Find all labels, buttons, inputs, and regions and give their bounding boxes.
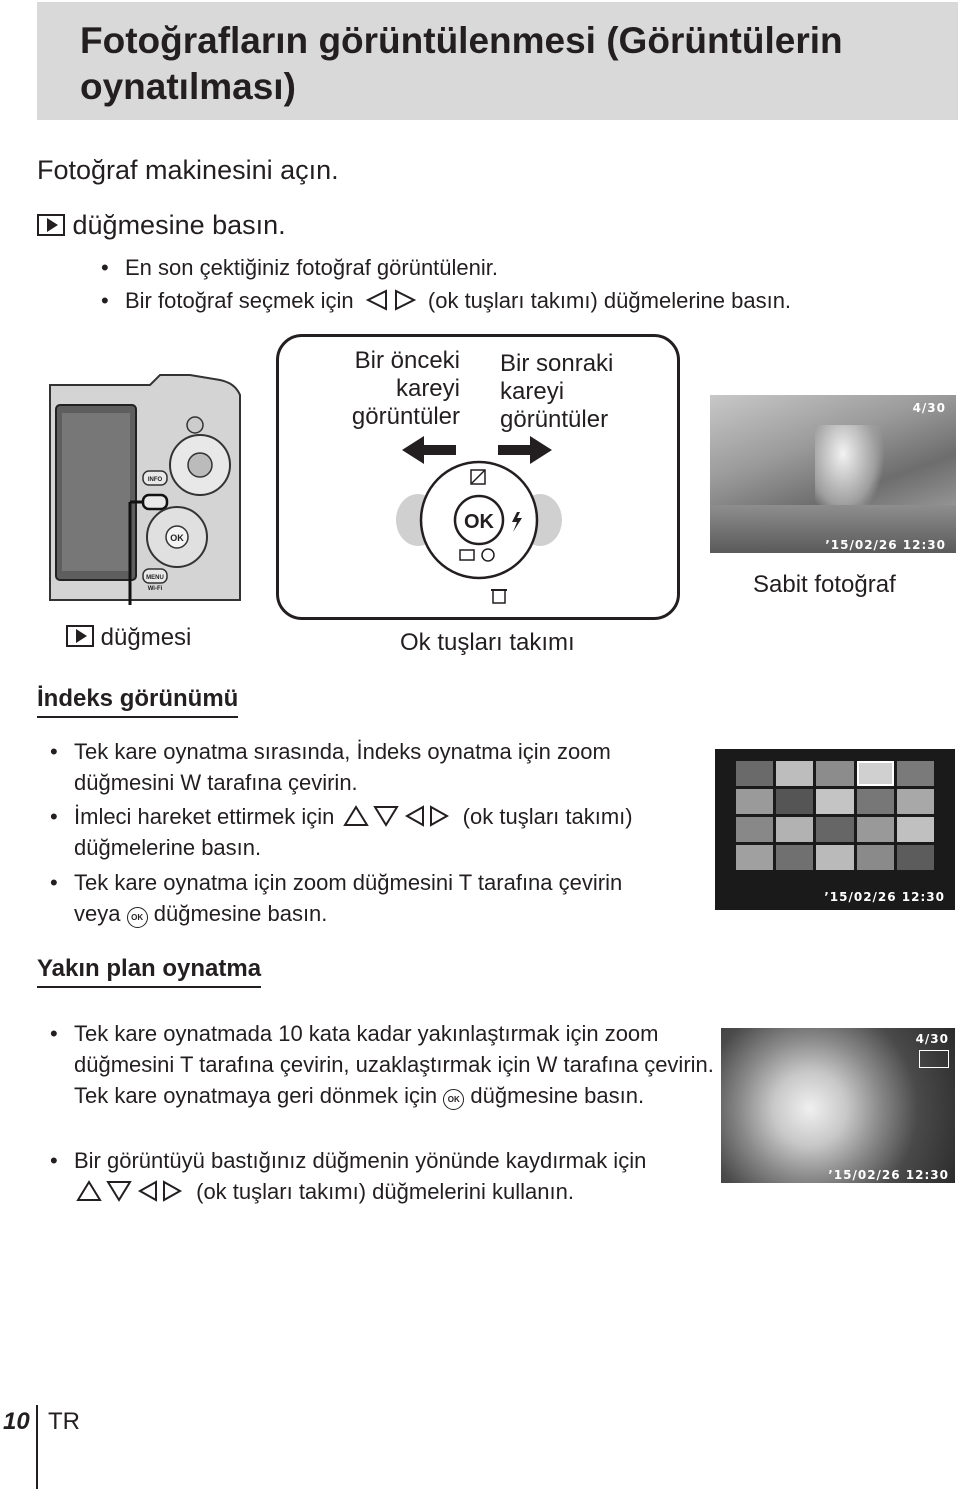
- play-button-label: düğmesi: [66, 624, 191, 652]
- index-bullet-3: •Tek kare oynatma için zoom düğmesini T …: [50, 870, 623, 928]
- trash-icon: [492, 589, 506, 604]
- camera-ok-label: OK: [170, 533, 184, 543]
- ok-button-label: OK: [464, 511, 495, 533]
- zoom-position-indicator: [919, 1050, 949, 1068]
- up-down-left-right-arrows-icon: [342, 805, 449, 827]
- closeup-heading: Yakın plan oynatma: [37, 954, 262, 988]
- play-icon: [37, 214, 65, 236]
- arrow-pad-diagram: OK: [396, 460, 562, 604]
- step-2-bullet-1: •En son çektiğiniz fotoğraf görüntülenir…: [101, 255, 499, 280]
- step-2: düğmesine basın.: [37, 209, 286, 241]
- flash-icon: [512, 512, 522, 532]
- step-2-bullet-2: •Bir fotoğraf seçmek için (ok tuşları ta…: [101, 288, 792, 313]
- left-right-arrows-icon: [365, 289, 417, 311]
- prev-arrow-icon: [402, 436, 456, 464]
- info-button-label: INFO: [148, 477, 163, 483]
- language-code: TR: [48, 1408, 80, 1435]
- ok-circle-icon: OK: [443, 1089, 465, 1110]
- prev-frame-label: Bir önceki kareyi görüntüler: [351, 347, 460, 430]
- direction-arrows: [402, 436, 552, 464]
- ok-circle-icon: OK: [126, 907, 148, 928]
- page-number: 10: [3, 1408, 30, 1435]
- closeup-bullet-1: •Tek kare oynatmada 10 kata kadar yakınl…: [50, 1021, 714, 1110]
- next-arrow-icon: [498, 436, 552, 464]
- still-photo-caption: Sabit fotoğraf: [753, 571, 896, 598]
- page-title: Fotoğrafların görüntülenmesi (Görüntüler…: [80, 20, 843, 107]
- index-bullet-2: •İmleci hareket ettirmek için (ok tuşlar…: [50, 804, 633, 860]
- step-2-text: düğmesine basın.: [72, 210, 286, 240]
- closeup-counter: 4/30: [915, 1032, 949, 1046]
- play-icon: [66, 625, 94, 647]
- next-frame-label: Bir sonraki kareyi görüntüler: [500, 350, 614, 433]
- footer-divider: [36, 1405, 38, 1489]
- index-bullet-1: •Tek kare oynatma sırasında, İndeks oyna…: [50, 739, 611, 795]
- up-down-left-right-arrows-icon: [76, 1180, 183, 1202]
- arrow-pad-label: Ok tuşları takımı: [400, 629, 575, 656]
- still-photo: 4/30 ’15/02/26 12:30: [710, 395, 956, 553]
- index-view-heading: İndeks görünümü: [37, 684, 239, 718]
- step-1: Fotoğraf makinesini açın.: [37, 155, 339, 185]
- photo-date: ’15/02/26 12:30: [825, 538, 946, 552]
- closeup-photo: 4/30 ’15/02/26 12:30: [721, 1028, 955, 1183]
- index-view-screen: ’15/02/26 12:30: [715, 749, 955, 910]
- photo-counter: 4/30: [912, 401, 946, 415]
- menu-button-label: MENU: [146, 575, 164, 581]
- camera-illustration: INFO OK MENU Wi-Fi: [49, 374, 241, 605]
- closeup-bullet-2: •Bir görüntüyü bastığınız düğmenin yönün…: [50, 1148, 647, 1204]
- wifi-label: Wi-Fi: [148, 586, 163, 592]
- exposure-icon: [470, 469, 486, 485]
- photo-subject: [815, 425, 885, 520]
- closeup-date: ’15/02/26 12:30: [828, 1168, 949, 1182]
- title-banner: [37, 2, 958, 120]
- index-view-date: ’15/02/26 12:30: [824, 890, 945, 904]
